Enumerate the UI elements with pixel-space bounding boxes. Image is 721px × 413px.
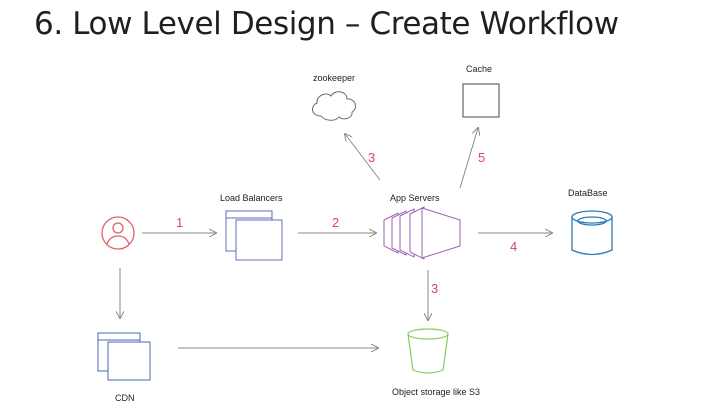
zookeeper-node: zookeeper (312, 73, 357, 121)
arrow-app-servers-to-cache (459, 128, 478, 189)
app-servers-label: App Servers (390, 193, 440, 203)
arrow-app-servers-to-zookeeper (345, 134, 381, 181)
bucket-icon (407, 328, 449, 374)
stacked-windows-icon (97, 332, 151, 381)
load-balancers-label: Load Balancers (220, 193, 283, 203)
edge-label-3-storage: 3 (431, 281, 438, 296)
user-node (101, 216, 135, 250)
cdn-label: CDN (115, 393, 135, 403)
user-icon (101, 216, 135, 250)
slide-title: 6. Low Level Design – Create Workflow (34, 6, 619, 42)
database-label: DataBase (568, 188, 608, 198)
app-servers-node: App Servers (383, 193, 461, 260)
object-storage-node: Object storage like S3 (392, 328, 480, 397)
cache-node: Cache (462, 64, 500, 118)
edge-label-5: 5 (478, 150, 485, 165)
load-balancers-node: Load Balancers (220, 193, 283, 261)
edge-label-2: 2 (332, 215, 339, 230)
database-cylinder-icon (571, 210, 613, 256)
edge-label-4: 4 (510, 239, 517, 254)
zookeeper-label: zookeeper (313, 73, 355, 83)
cache-label: Cache (466, 64, 492, 74)
cdn-node: CDN (97, 332, 151, 403)
object-storage-label: Object storage like S3 (392, 387, 480, 397)
cloud-icon (312, 91, 357, 121)
database-node: DataBase (568, 188, 613, 256)
square-icon (462, 83, 500, 118)
edge-label-3-zookeeper: 3 (368, 150, 375, 165)
edge-label-1: 1 (176, 215, 183, 230)
stacked-windows-icon (225, 210, 283, 261)
stacked-servers-icon (383, 206, 461, 260)
